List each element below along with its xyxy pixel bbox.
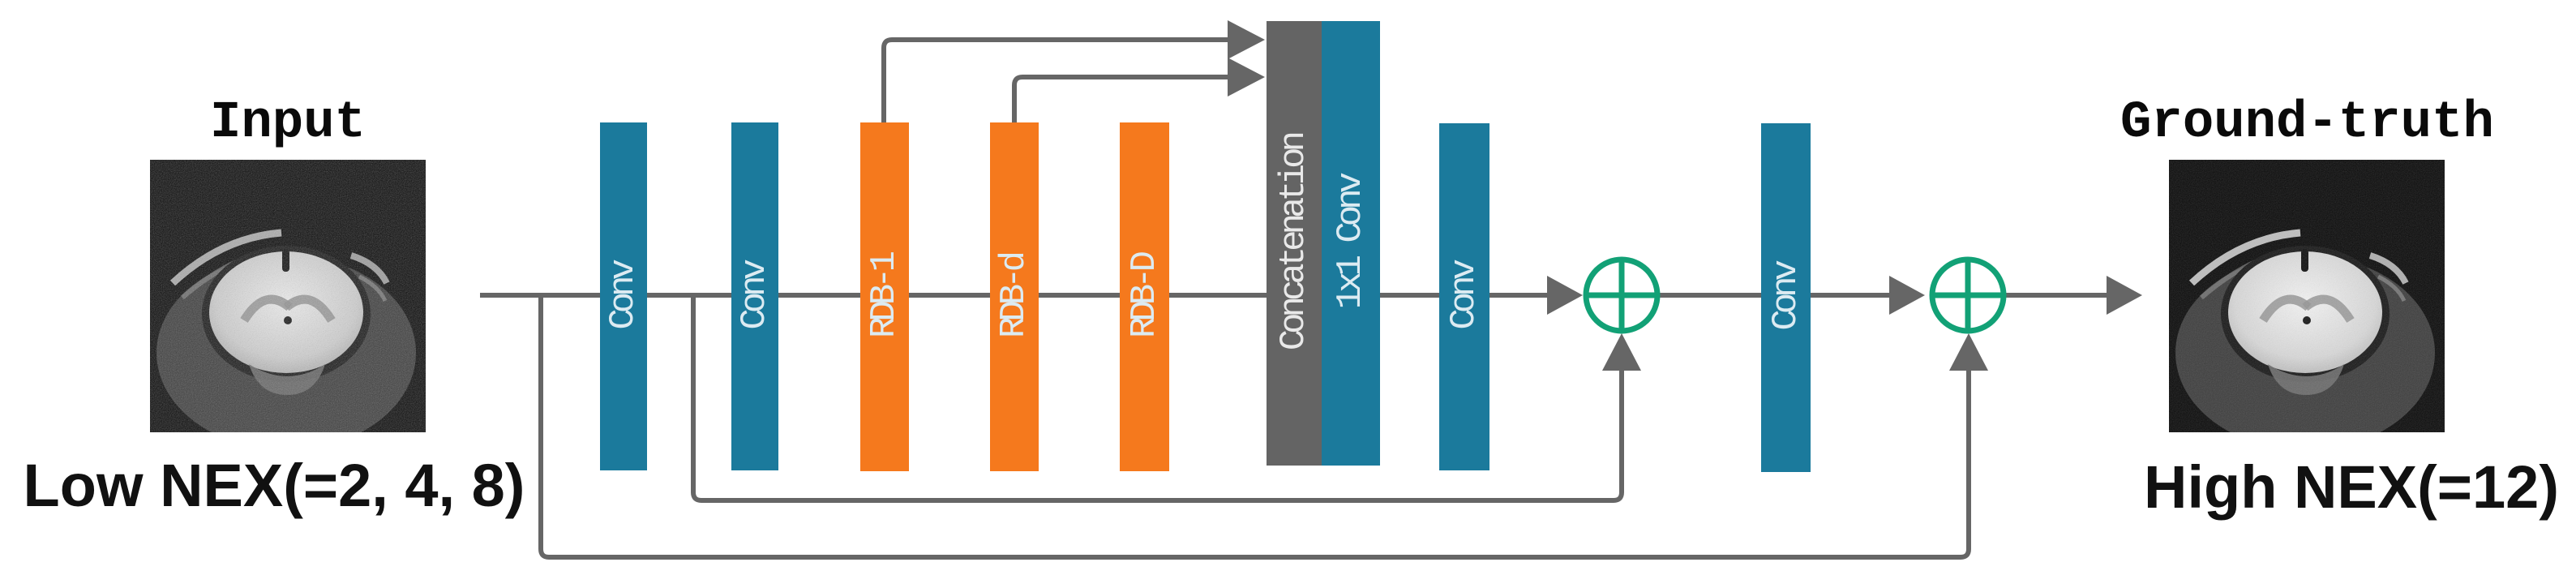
ground-truth-caption: High NEX(=12) — [2144, 453, 2559, 521]
layer-bar-rdb-1: RDB-1 — [860, 122, 909, 471]
layer-bar-conv-1: Conv — [600, 122, 647, 470]
arrowhead-rdb1-into-concat — [1228, 20, 1265, 59]
layer-bar-conv-3: Conv — [1439, 123, 1489, 470]
layer-label: Conv — [735, 263, 775, 330]
ground-truth-mri-image — [2169, 160, 2445, 432]
ground-truth-title: Ground-truth — [2120, 94, 2494, 152]
layer-label: Conv — [1765, 264, 1807, 331]
rdbd-skip-line — [1012, 75, 1229, 122]
layer-bar-conv-2: Conv — [731, 122, 778, 470]
input-caption: Low NEX(=2, 4, 8) — [23, 452, 525, 519]
arrowhead-into-add-2 — [1889, 276, 1925, 315]
arrowhead-local-skip-up — [1602, 333, 1641, 371]
layer-label: RDB-1 — [864, 255, 905, 339]
arrowhead-into-output-image — [2107, 276, 2142, 315]
local-skip-line — [691, 295, 1624, 503]
layer-bar-concatenation: Concatenation — [1267, 21, 1322, 466]
arrowhead-into-add-1 — [1547, 276, 1583, 315]
layer-bar-rdb-D: RDB-D — [1120, 122, 1169, 471]
global-skip-line — [538, 295, 1971, 560]
layer-bar-1x1-conv: 1x1 Conv — [1322, 21, 1380, 466]
layer-bar-conv-4: Conv — [1761, 123, 1811, 472]
add-node-1 — [1583, 256, 1661, 334]
layer-label: Conv — [1444, 264, 1485, 330]
add-node-2 — [1929, 256, 2007, 334]
layer-label: Concatenation — [1274, 135, 1314, 351]
input-title: Input — [209, 94, 366, 152]
layer-label: 1x1 Conv — [1331, 177, 1371, 310]
input-mri-image — [150, 160, 426, 432]
layer-bar-rdb-d: RDB-d — [990, 122, 1039, 471]
layer-label: Conv — [603, 263, 644, 330]
layer-label: RDB-d — [994, 255, 1035, 339]
arrowhead-rdbd-into-concat — [1228, 58, 1265, 97]
arrowhead-global-skip-up — [1949, 333, 1988, 371]
layer-label: RDB-D — [1124, 255, 1165, 339]
rdb1-skip-line — [881, 37, 1229, 122]
